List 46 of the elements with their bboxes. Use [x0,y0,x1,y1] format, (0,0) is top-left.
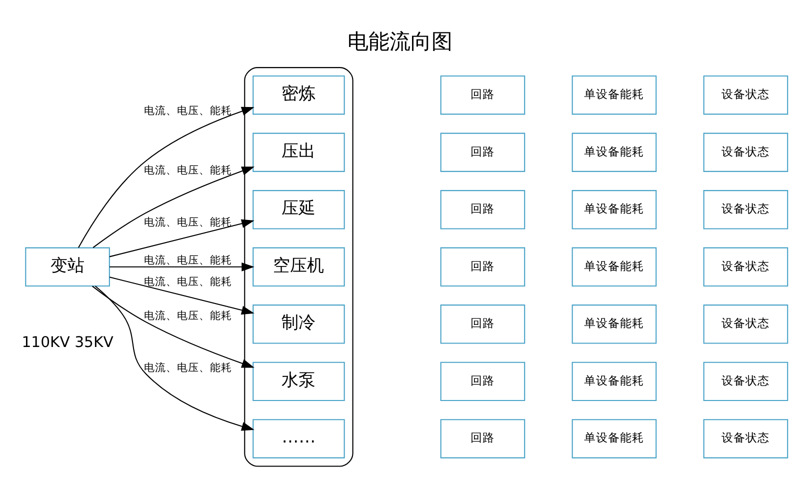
edge-label: 电流、电压、能耗 [144,361,232,374]
node-box: 设备状态 [703,246,788,286]
edge-label: 电流、电压、能耗 [144,309,232,322]
arrow [110,262,254,271]
node-box: 空压机 [252,246,345,286]
edge-label: 电流、电压、能耗 [144,104,232,117]
node-box: 回路 [440,132,526,172]
node-box: 回路 [440,190,526,229]
cluster [244,66,354,466]
arrow [92,166,254,248]
node-box: 单设备能耗 [572,132,657,172]
node-box: 压延 [252,190,345,229]
arrow [94,285,254,430]
node-box: 变站 [25,246,110,286]
node-box: 压出 [252,132,345,172]
node-box: 设备状态 [703,304,788,344]
edge-label: 电流、电压、能耗 [144,164,232,176]
node-box: 水泵 [252,361,345,401]
diagram-title: 电能流向图 [348,28,452,53]
node-box: 回路 [440,304,526,344]
edge-label: 电流、电压、能耗 [144,216,232,228]
node-box: 单设备能耗 [572,361,657,401]
node-box: …… [252,418,345,458]
node-box: 密炼 [252,75,345,114]
node-box: 设备状态 [703,132,788,172]
node-box: 单设备能耗 [572,246,657,286]
arrow [78,106,254,248]
node-box: 回路 [440,246,526,286]
node-box: 回路 [440,418,526,458]
arrow [109,276,254,314]
node-box: 单设备能耗 [572,75,657,114]
node-box: 设备状态 [703,418,788,458]
node-label: 110KV 35KV [22,334,114,351]
node-box: 设备状态 [703,75,788,114]
edge-label: 电流、电压、能耗 [144,275,232,288]
node-box: 设备状态 [703,361,788,401]
arrow [109,218,254,257]
arrow [92,285,254,368]
node-box: 设备状态 [703,190,788,229]
node-box: 单设备能耗 [572,190,657,229]
node-box: 制冷 [252,304,345,344]
node-box: 回路 [440,361,526,401]
node-box: 单设备能耗 [572,304,657,344]
node-box: 单设备能耗 [572,418,657,458]
edge-label: 电流、电压、能耗 [144,254,232,266]
node-box: 回路 [440,75,526,114]
